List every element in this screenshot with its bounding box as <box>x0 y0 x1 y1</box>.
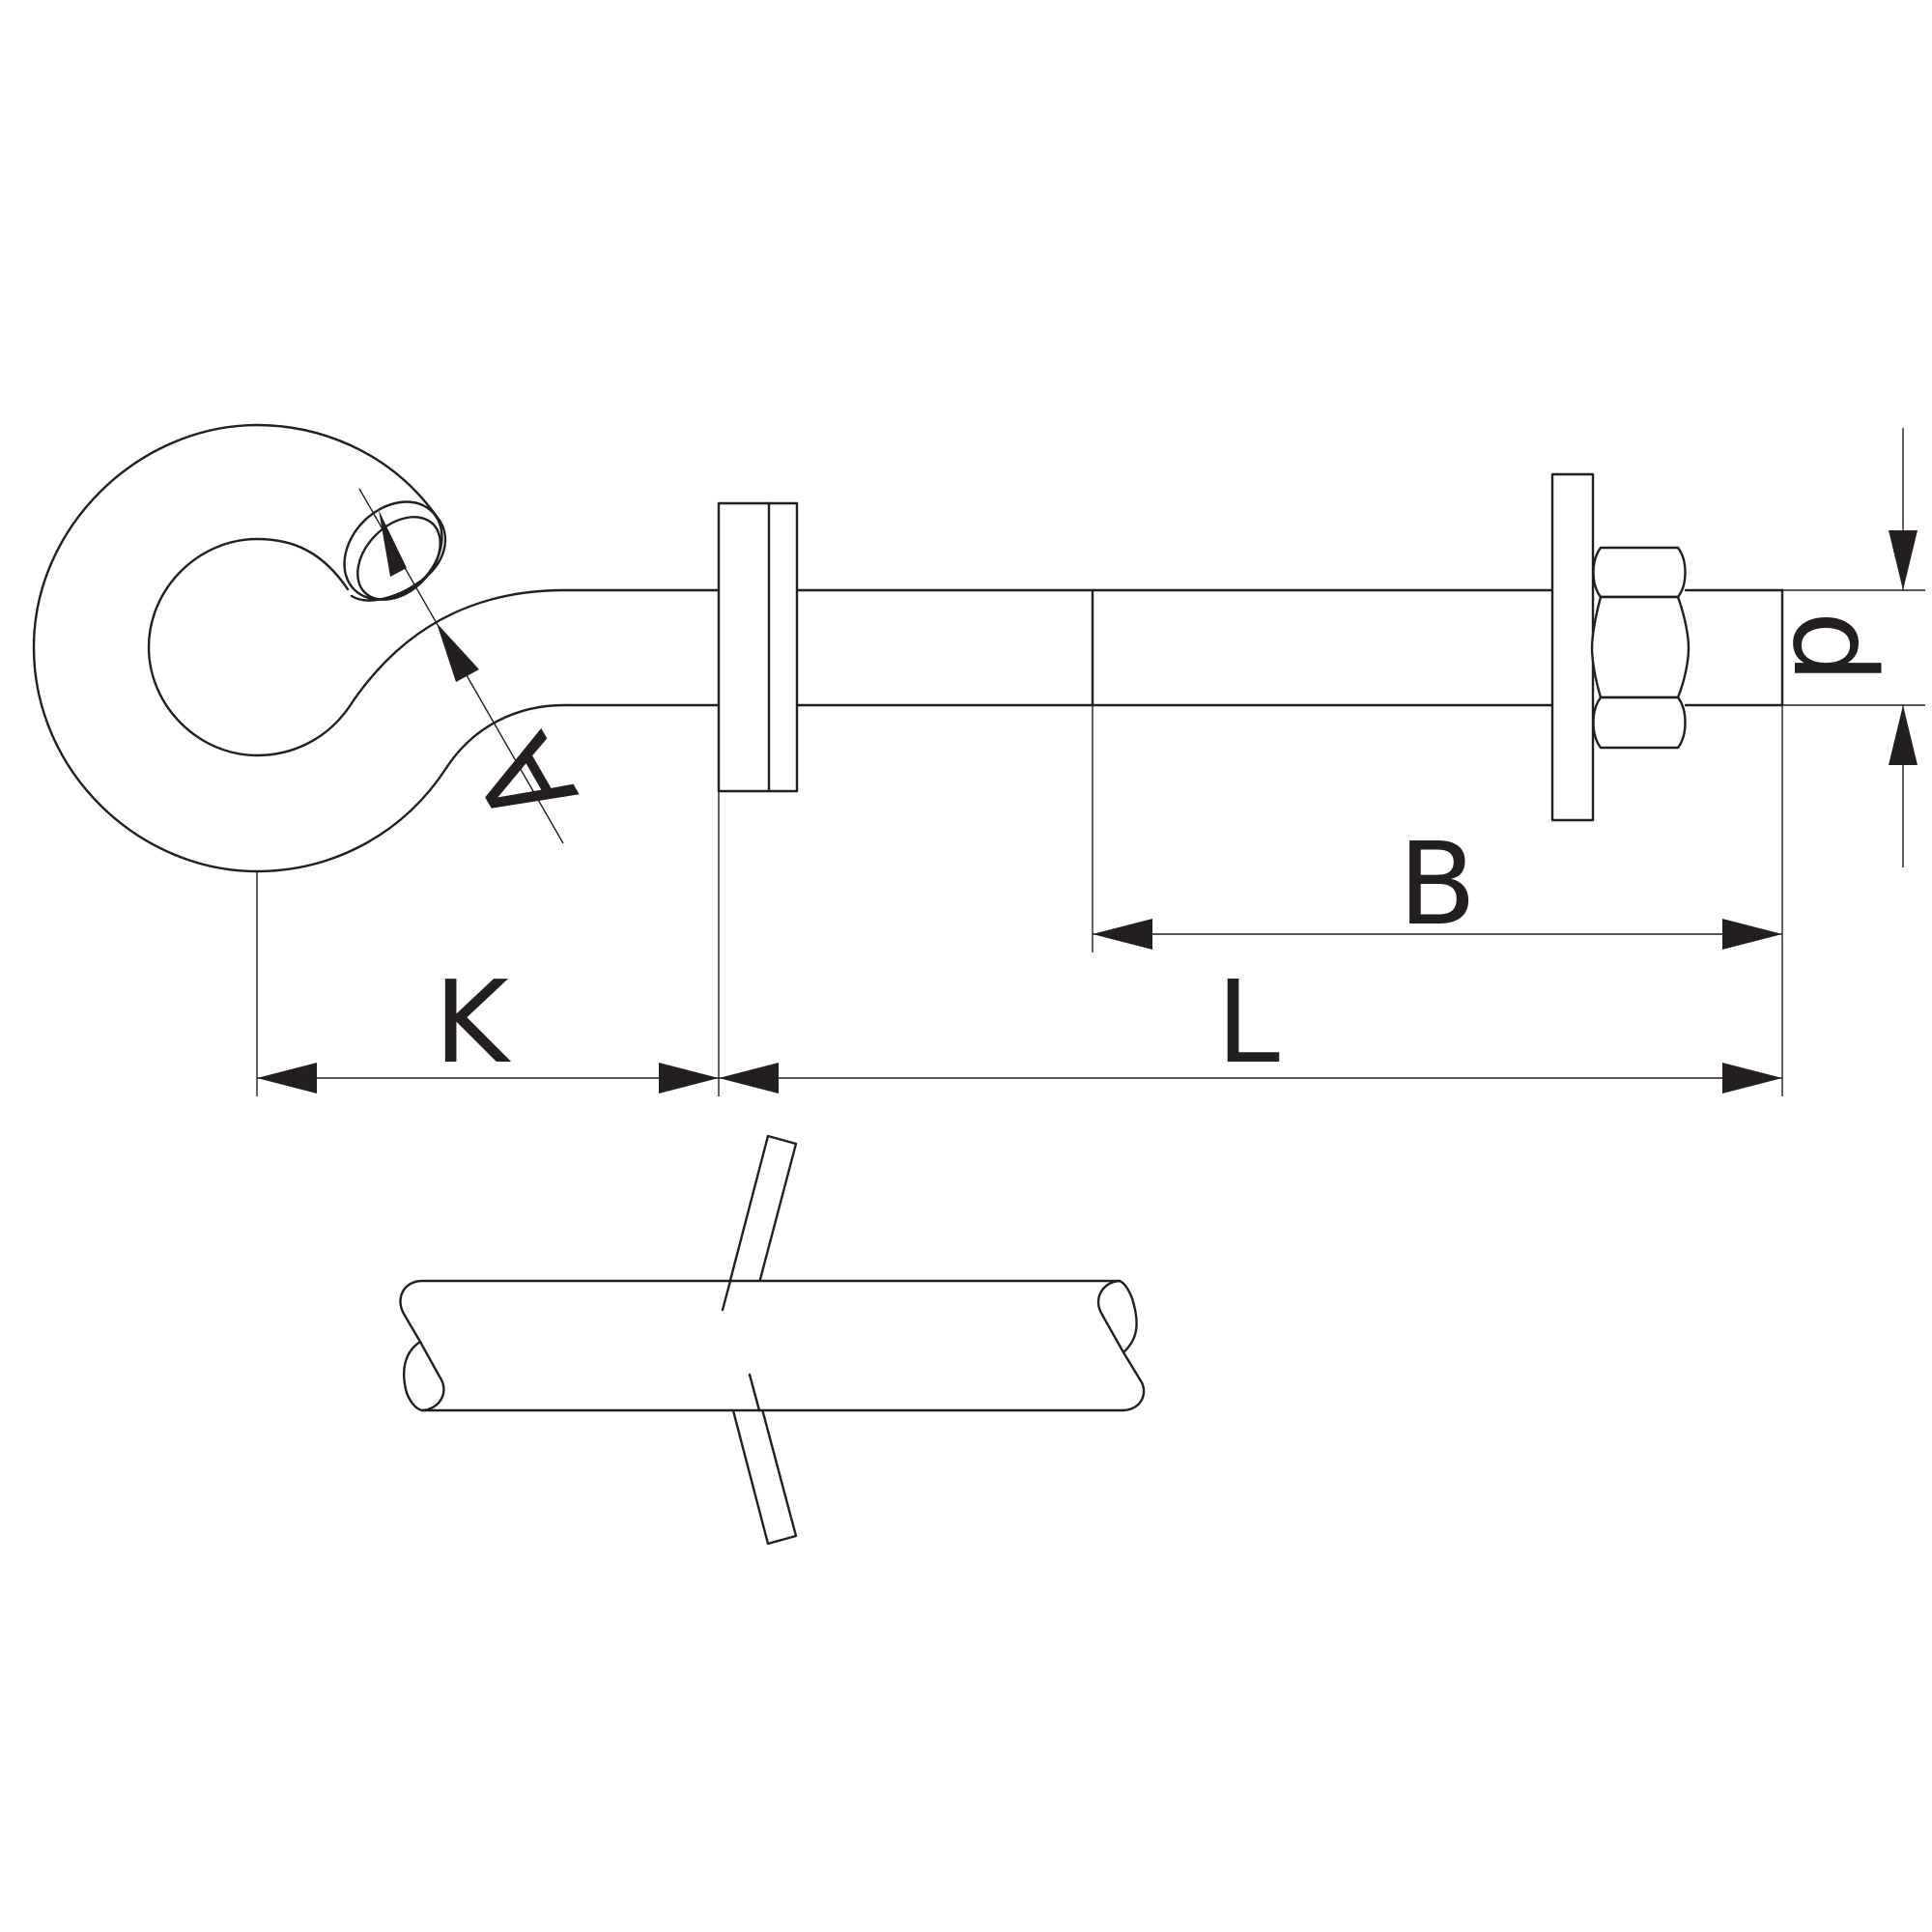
dimension-b-arrow-left <box>1093 919 1152 950</box>
dimension-d-arrow-top <box>1889 530 1918 590</box>
dimension-l-arrow-left <box>719 1063 779 1094</box>
dimensions: K L B d <box>256 428 1925 1096</box>
flange-plate-left <box>717 501 799 793</box>
dimension-a-arrow-bottom <box>437 623 479 682</box>
rod-body <box>399 1279 1146 1412</box>
dimension-b-arrow-right <box>1722 919 1782 950</box>
hook-tip-face-inner <box>356 516 441 601</box>
hook-bolt: A <box>32 423 1784 873</box>
dimension-a-arrow-top <box>379 510 407 577</box>
dimension-k-label: K <box>434 955 511 1089</box>
rod-break-left <box>418 1340 445 1412</box>
bent-rod-front-bottom <box>748 1373 761 1412</box>
dimension-d-label: d <box>1768 611 1901 684</box>
dimension-l-arrow-right <box>1722 1063 1782 1094</box>
dimension-l-label: L <box>1216 955 1280 1089</box>
dimension-k-arrow-left <box>257 1063 317 1094</box>
hex-nut-bottom-face <box>1592 696 1687 750</box>
dimension-a-label: A <box>449 714 604 848</box>
dimension-b-label: B <box>1399 817 1477 951</box>
dimension-k-arrow-right <box>659 1063 719 1094</box>
bent-rod-front-top <box>721 1279 732 1312</box>
washer-plate <box>1550 472 1595 822</box>
rod-break-right <box>1096 1279 1125 1354</box>
hook-outer-contour <box>32 423 566 873</box>
installed-view <box>399 1134 1146 1546</box>
hook-inner-contour <box>147 537 566 757</box>
dimension-d-arrow-bottom <box>1889 705 1918 765</box>
hex-nut-top-face <box>1592 546 1687 599</box>
hex-nut-middle-face <box>1590 595 1690 699</box>
